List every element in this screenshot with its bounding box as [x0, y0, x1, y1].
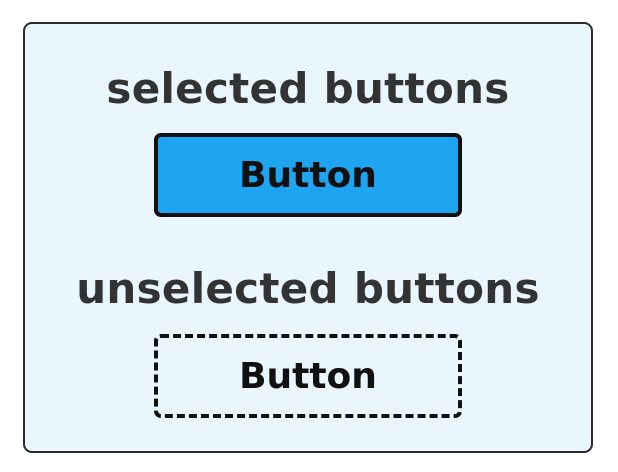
selected-button-label: Button [239, 154, 377, 196]
unselected-button-label: Button [239, 355, 377, 397]
unselected-buttons-heading: unselected buttons [76, 264, 540, 313]
button-states-panel: selected buttons Button unselected butto… [23, 22, 593, 453]
selected-buttons-heading: selected buttons [106, 64, 510, 113]
unselected-button[interactable]: Button [154, 334, 462, 418]
selected-button[interactable]: Button [154, 133, 462, 217]
